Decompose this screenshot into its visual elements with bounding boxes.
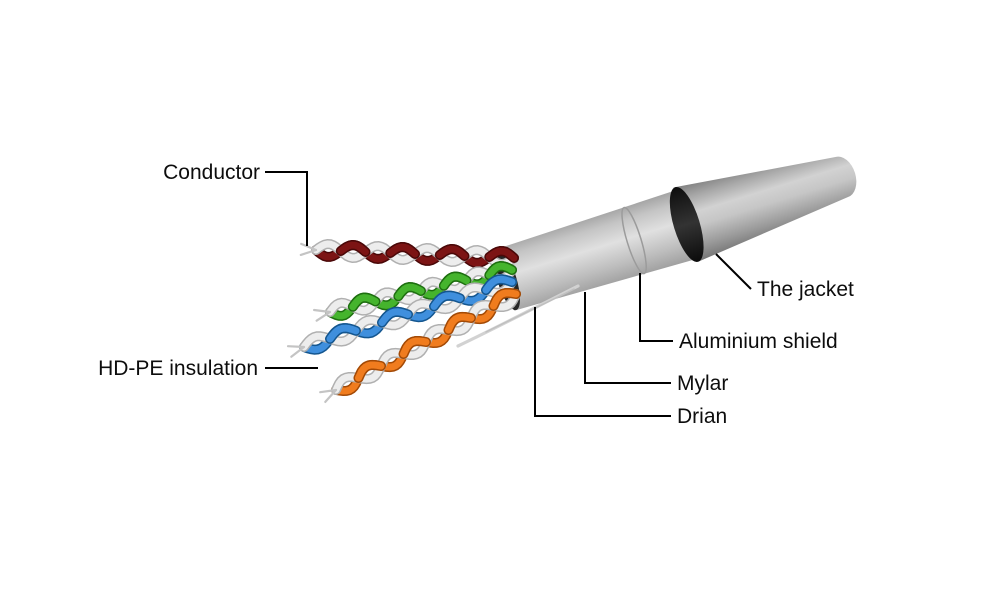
- leader-mylar: [584, 292, 671, 384]
- leader-aluminium-shield: [639, 273, 673, 342]
- leader-drain: [534, 307, 671, 417]
- label-aluminium-shield: Aluminium shield: [679, 330, 838, 353]
- label-drain: Drian: [677, 405, 727, 428]
- leader-conductor: [265, 171, 308, 246]
- aluminium-shield-tube: [495, 188, 703, 311]
- shield-seam: [621, 206, 647, 275]
- label-hdpe-insulation: HD-PE insulation: [98, 357, 258, 380]
- leader-jacket: [715, 253, 752, 290]
- label-conductor: Conductor: [163, 161, 260, 184]
- twisted-pairs: [286, 238, 521, 403]
- label-jacket: The jacket: [757, 278, 854, 301]
- outer-jacket: [675, 156, 857, 262]
- jacket-ring: [669, 186, 704, 262]
- label-mylar: Mylar: [677, 372, 728, 395]
- drain-wire-edge: [485, 288, 575, 333]
